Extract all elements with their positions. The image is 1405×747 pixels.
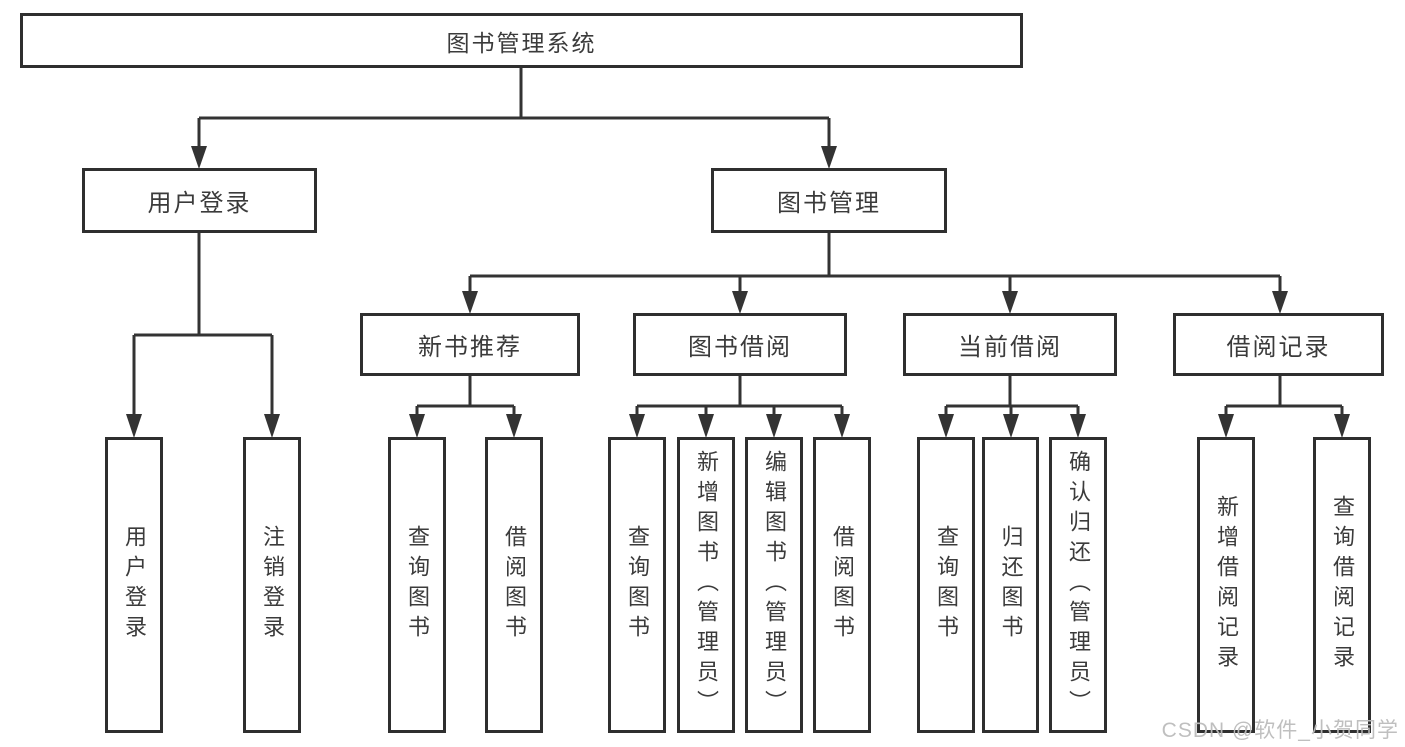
node-borrow-records-label: 借阅记录 — [1226, 334, 1331, 361]
node-user-login-label: 用户登录 — [147, 190, 252, 217]
leaf-logout: 注销登录 — [243, 437, 301, 733]
leaf-return-books-label: 归还图书 — [998, 525, 1024, 645]
node-book-borrow: 图书借阅 — [633, 313, 847, 376]
leaf-recommend-query-books-label: 查询图书 — [405, 525, 430, 645]
leaf-borrow-query-books-label: 查询图书 — [625, 525, 650, 645]
node-new-book-recommend: 新书推荐 — [360, 313, 580, 376]
node-root: 图书管理系统 — [20, 13, 1023, 68]
leaf-add-borrow-record-label: 新增借阅记录 — [1214, 495, 1239, 675]
leaf-add-books-admin-label: 新增图书（管理员） — [694, 450, 719, 720]
leaf-query-borrow-record: 查询借阅记录 — [1313, 437, 1371, 733]
leaf-edit-books-admin: 编辑图书（管理员） — [745, 437, 803, 733]
leaf-borrow-books: 借阅图书 — [813, 437, 871, 733]
leaf-query-borrow-record-label: 查询借阅记录 — [1330, 495, 1355, 675]
leaf-confirm-return-admin-label: 确认归还（管理员） — [1066, 450, 1091, 720]
leaf-return-books: 归还图书 — [982, 437, 1039, 733]
node-current-borrow-label: 当前借阅 — [958, 334, 1062, 361]
node-book-borrow-label: 图书借阅 — [688, 334, 792, 361]
leaf-recommend-borrow-books: 借阅图书 — [485, 437, 543, 733]
node-new-book-recommend-label: 新书推荐 — [418, 334, 522, 361]
node-borrow-records: 借阅记录 — [1173, 313, 1384, 376]
leaf-logout-label: 注销登录 — [260, 525, 285, 645]
node-current-borrow: 当前借阅 — [903, 313, 1117, 376]
node-root-label: 图书管理系统 — [446, 29, 597, 56]
node-user-login: 用户登录 — [82, 168, 317, 233]
arrowheads — [126, 146, 1350, 438]
leaf-add-borrow-record: 新增借阅记录 — [1197, 437, 1255, 733]
watermark: CSDN @软件_小贺同学 — [1161, 719, 1399, 742]
connector-paths — [132, 60, 1344, 416]
node-book-management-label: 图书管理 — [777, 190, 881, 217]
leaf-borrow-books-label: 借阅图书 — [830, 525, 855, 645]
leaf-add-books-admin: 新增图书（管理员） — [677, 437, 735, 733]
leaf-recommend-query-books: 查询图书 — [388, 437, 446, 733]
leaf-user-login-label: 用户登录 — [122, 525, 147, 645]
leaf-recommend-borrow-books-label: 借阅图书 — [502, 525, 527, 645]
leaf-borrow-query-books: 查询图书 — [608, 437, 666, 733]
leaf-current-query-books: 查询图书 — [917, 437, 975, 733]
leaf-confirm-return-admin: 确认归还（管理员） — [1049, 437, 1107, 733]
node-book-management: 图书管理 — [711, 168, 947, 233]
leaf-user-login: 用户登录 — [105, 437, 163, 733]
leaf-edit-books-admin-label: 编辑图书（管理员） — [762, 450, 787, 720]
leaf-current-query-books-label: 查询图书 — [934, 525, 959, 645]
